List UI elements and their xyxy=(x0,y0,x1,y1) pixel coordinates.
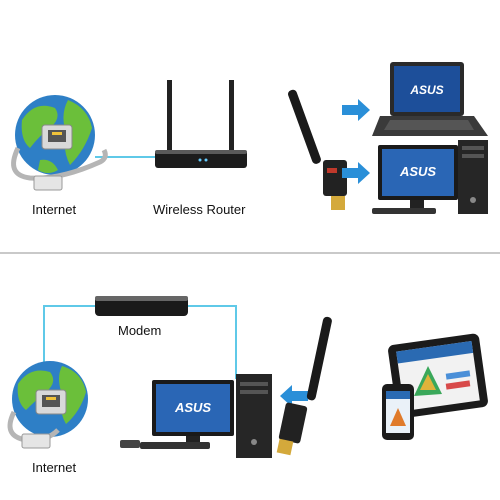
router-label: Wireless Router xyxy=(153,202,246,217)
arrow-to-desktop-icon xyxy=(342,162,370,184)
wireless-router-icon xyxy=(155,80,247,168)
desktop-computer-icon: ASUS xyxy=(372,140,488,214)
monitor-bottom-brand-label: ASUS xyxy=(174,400,211,415)
smartphone-icon xyxy=(382,384,414,440)
internet-globe-icon xyxy=(11,95,108,191)
usb-wifi-adapter-bottom-icon xyxy=(276,316,332,456)
laptop-brand-label: ASUS xyxy=(409,83,443,97)
internet-globe-bottom-icon xyxy=(7,361,88,449)
modem-icon xyxy=(95,296,188,316)
arrow-to-laptop-icon xyxy=(342,99,370,121)
cable-modem-to-pc xyxy=(188,305,237,379)
monitor-brand-label: ASUS xyxy=(399,164,436,179)
internet-label: Internet xyxy=(32,202,77,217)
laptop-icon: ASUS xyxy=(372,62,488,136)
internet-bottom-label: Internet xyxy=(32,460,77,475)
top-panel-graphics: ASUS ASUS xyxy=(11,62,488,214)
usb-wifi-adapter-icon xyxy=(288,89,347,210)
arrow-to-desktop-bottom-icon xyxy=(280,385,308,407)
cable-globe-to-modem xyxy=(43,305,95,374)
panel-divider xyxy=(0,252,500,254)
modem-label: Modem xyxy=(118,323,162,338)
bottom-panel-graphics: ASUS xyxy=(7,296,488,458)
tablet-icon xyxy=(388,333,488,419)
desktop-computer-bottom-icon: ASUS xyxy=(120,374,272,458)
